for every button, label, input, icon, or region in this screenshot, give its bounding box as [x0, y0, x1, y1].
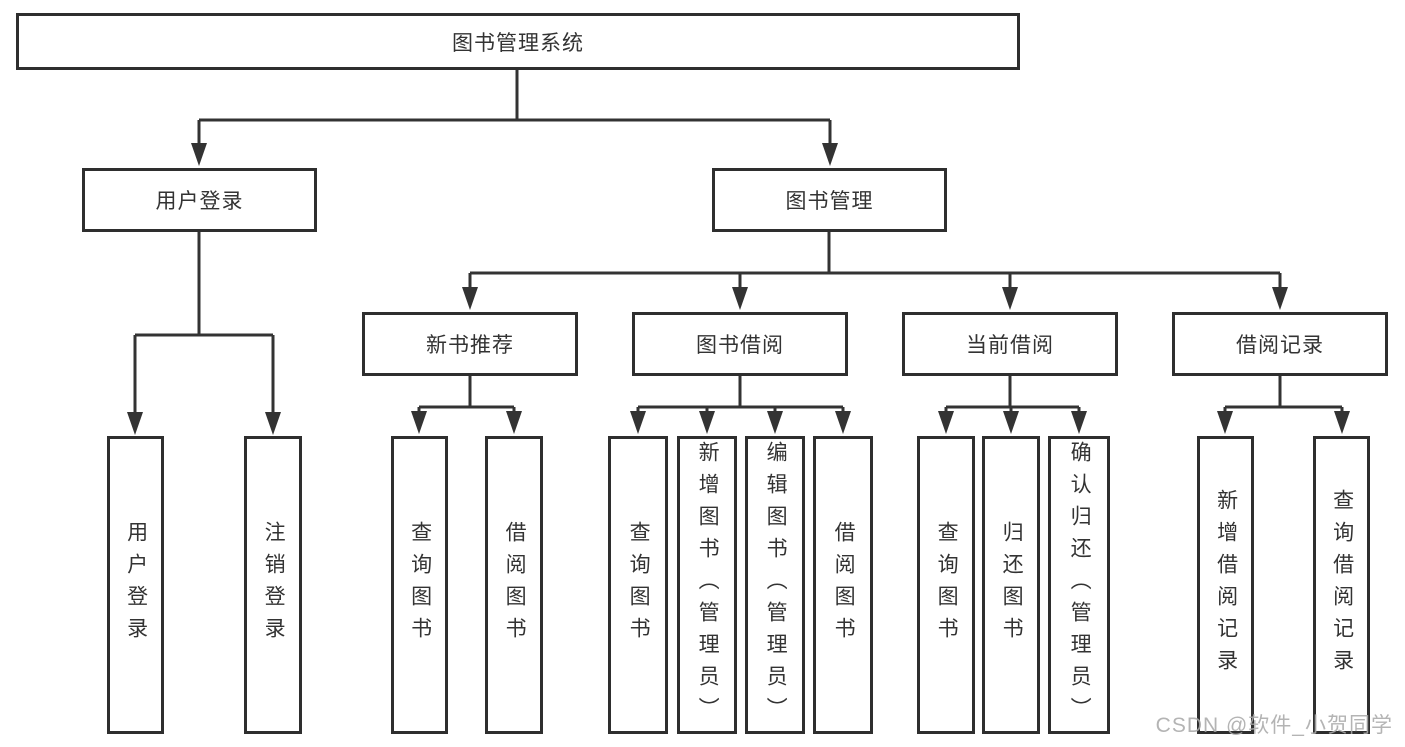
node-library-system: 图书管理系统 — [16, 13, 1020, 70]
leaf-borrowing-query-book-label: 查询图书 — [627, 521, 651, 649]
leaf-return-book-label: 归还图书 — [1000, 521, 1024, 649]
leaf-recommend-query-book-label: 查询图书 — [408, 521, 432, 649]
node-user-login: 用户登录 — [82, 168, 317, 232]
node-library-system-label: 图书管理系统 — [452, 31, 584, 55]
leaf-edit-book-admin: 编辑图书（管理员） — [745, 436, 805, 734]
leaf-logout: 注销登录 — [244, 436, 302, 734]
node-borrowing-records-label: 借阅记录 — [1236, 334, 1324, 357]
leaf-current-query-book-label: 查询图书 — [935, 521, 959, 649]
node-book-management-label: 图书管理 — [785, 190, 874, 213]
arrowheads — [127, 143, 1350, 435]
leaf-add-borrow-record: 新增借阅记录 — [1197, 436, 1254, 734]
leaf-borrowing-borrow-book-label: 借阅图书 — [832, 521, 856, 649]
leaf-recommend-borrow-book-label: 借阅图书 — [503, 521, 527, 649]
node-new-book-recommend: 新书推荐 — [362, 312, 578, 376]
leaf-return-book: 归还图书 — [982, 436, 1040, 734]
leaf-query-borrow-record-label: 查询借阅记录 — [1330, 489, 1354, 681]
node-book-borrowing: 图书借阅 — [632, 312, 848, 376]
node-current-borrowing: 当前借阅 — [902, 312, 1118, 376]
node-user-login-label: 用户登录 — [155, 190, 244, 213]
node-book-borrowing-label: 图书借阅 — [696, 334, 784, 357]
node-borrowing-records: 借阅记录 — [1172, 312, 1388, 376]
leaf-current-query-book: 查询图书 — [917, 436, 975, 734]
node-book-management: 图书管理 — [712, 168, 947, 232]
leaf-recommend-query-book: 查询图书 — [391, 436, 448, 734]
leaf-user-login-label: 用户登录 — [124, 521, 148, 649]
node-new-book-recommend-label: 新书推荐 — [426, 334, 514, 357]
node-current-borrowing-label: 当前借阅 — [966, 334, 1054, 357]
leaf-confirm-return-admin: 确认归还（管理员） — [1048, 436, 1110, 734]
leaf-logout-label: 注销登录 — [262, 521, 286, 649]
leaf-borrowing-borrow-book: 借阅图书 — [813, 436, 873, 734]
leaf-edit-book-admin-label: 编辑图书（管理员） — [764, 441, 788, 729]
leaf-add-book-admin: 新增图书（管理员） — [677, 436, 737, 734]
csdn-watermark: CSDN @软件_小贺同学 — [1155, 714, 1393, 737]
leaf-add-borrow-record-label: 新增借阅记录 — [1214, 489, 1238, 681]
leaf-add-book-admin-label: 新增图书（管理员） — [696, 441, 720, 729]
leaf-recommend-borrow-book: 借阅图书 — [485, 436, 543, 734]
leaf-borrowing-query-book: 查询图书 — [608, 436, 668, 734]
connector-paths — [133, 70, 1344, 417]
leaf-query-borrow-record: 查询借阅记录 — [1313, 436, 1370, 734]
leaf-user-login: 用户登录 — [107, 436, 164, 734]
leaf-confirm-return-admin-label: 确认归还（管理员） — [1068, 441, 1092, 729]
